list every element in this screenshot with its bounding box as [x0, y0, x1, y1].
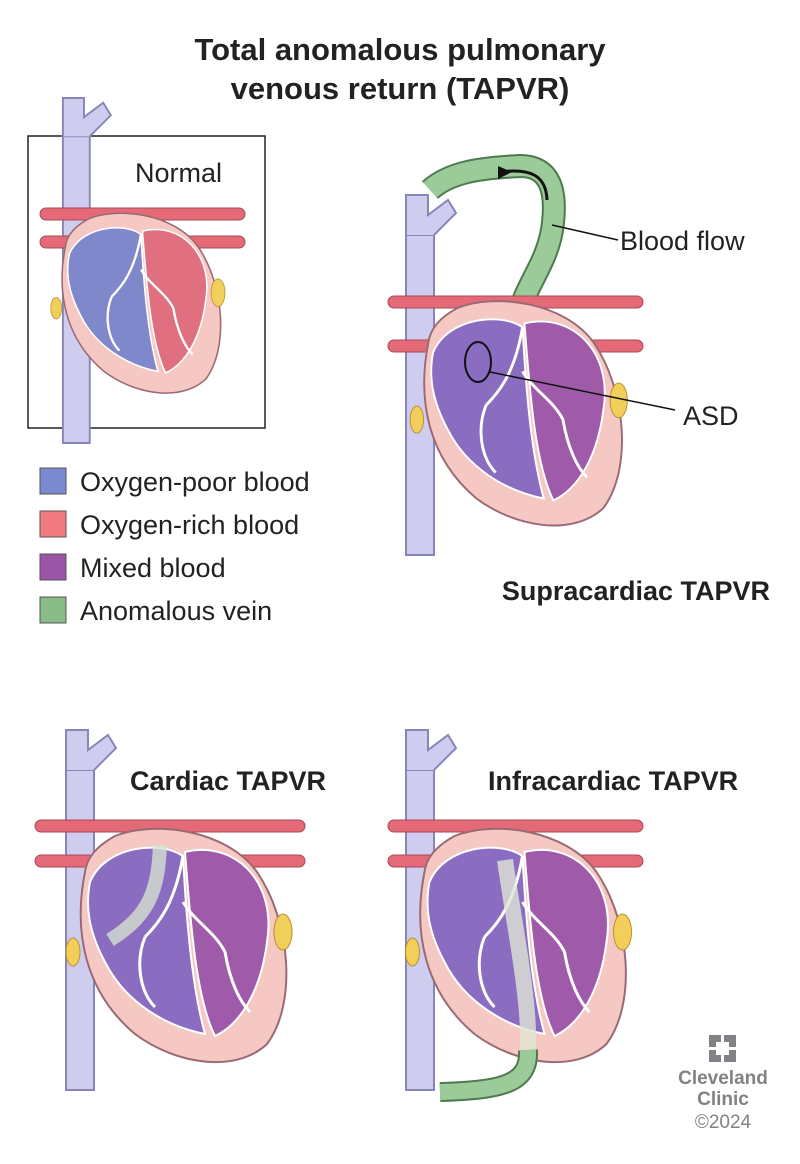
legend-label: Mixed blood	[80, 553, 226, 583]
normal-label: Normal	[135, 158, 222, 188]
legend-label: Oxygen-rich blood	[80, 510, 299, 540]
supracardiac-heart	[408, 299, 630, 528]
infracardiac-label: Infracardiac TAPVR	[488, 766, 738, 796]
logo-line-2: Clinic	[697, 1089, 749, 1110]
blood-flow-label: Blood flow	[620, 226, 745, 256]
asd-label: ASD	[683, 401, 739, 431]
logo-mark-icon	[709, 1035, 736, 1062]
cardiac-label: Cardiac TAPVR	[130, 766, 326, 796]
normal-frame	[27, 135, 266, 429]
legend-label: Anomalous vein	[80, 596, 272, 626]
panel-normal: Normal	[27, 97, 266, 444]
copyright: ©2024	[695, 1112, 752, 1133]
title-line-2: venous return (TAPVR)	[231, 71, 570, 106]
legend-swatch	[39, 510, 67, 538]
legend-swatch	[39, 553, 67, 581]
panel-cardiac: Cardiac TAPVR	[34, 728, 326, 1092]
logo-line-1: Cleveland	[678, 1068, 768, 1089]
panel-supracardiac: Blood flow ASD Supracardiac TAPVR	[387, 153, 770, 606]
legend-label: Oxygen-poor blood	[80, 467, 310, 497]
title-line-1: Total anomalous pulmonary	[194, 32, 606, 67]
cleveland-clinic-logo: Cleveland Clinic ©2024	[678, 1035, 768, 1133]
asd-marker	[464, 341, 492, 383]
panel-infracardiac: Infracardiac TAPVR	[387, 728, 738, 1102]
anomalous-vein-inner	[497, 858, 537, 1051]
legend-swatch	[39, 596, 67, 624]
arrow-head-icon	[498, 166, 512, 179]
supracardiac-label: Supracardiac TAPVR	[502, 576, 770, 606]
legend-swatch	[39, 467, 67, 495]
anomalous-vein	[106, 844, 167, 946]
